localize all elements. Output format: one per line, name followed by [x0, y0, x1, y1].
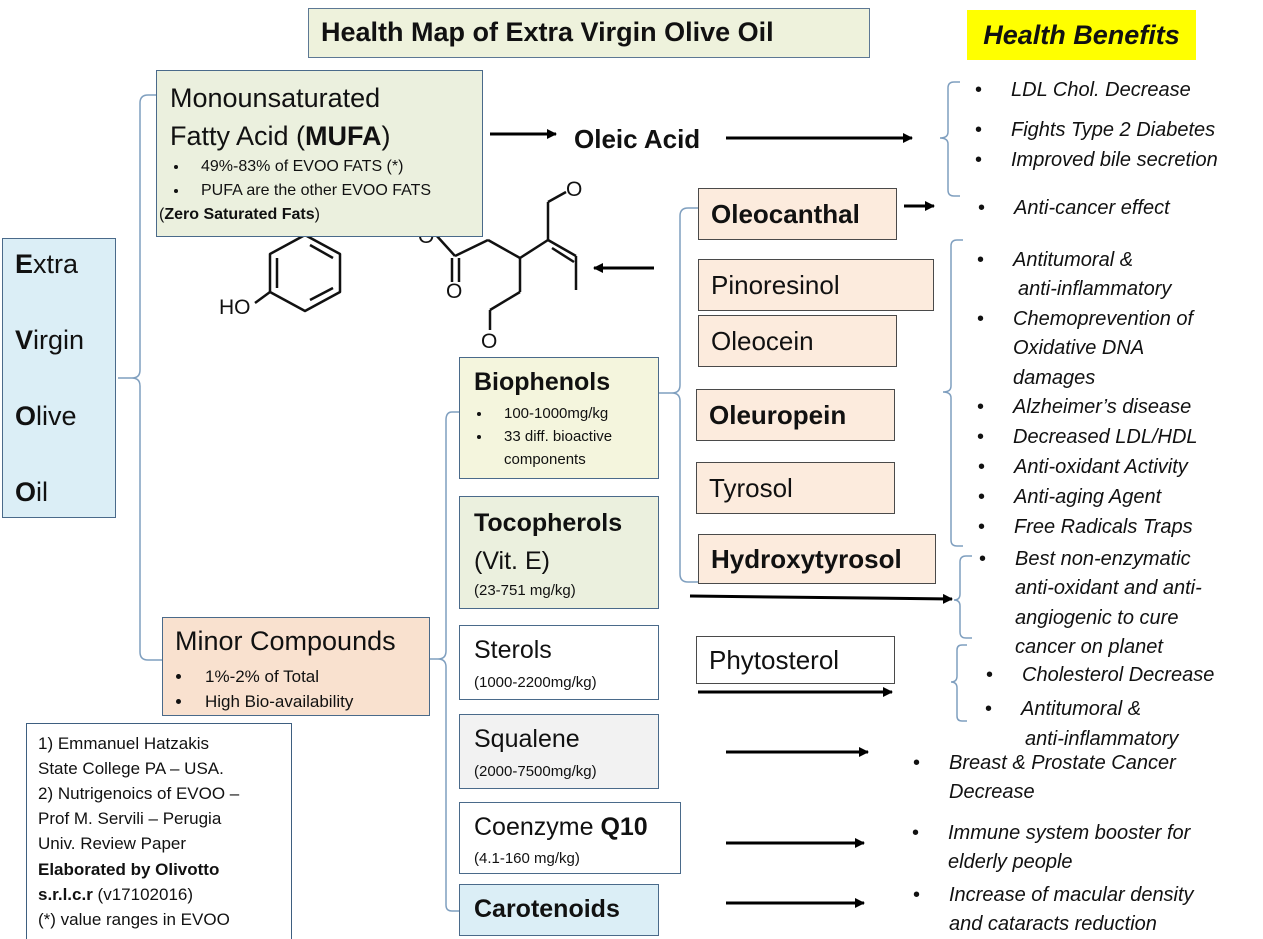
benefit-item: Decreased LDL/HDL: [977, 426, 1197, 449]
coenzyme-title: Coenzyme Q10: [474, 813, 648, 841]
tocopherols-range: (23-751 mg/kg): [474, 582, 576, 599]
reference-line: State College PA – USA.: [38, 759, 224, 778]
reference-line: 1) Emmanuel Hatzakis: [38, 734, 210, 753]
carotenoids-box: Carotenoids: [459, 884, 659, 936]
oleic-acid-label: Oleic Acid: [574, 124, 701, 154]
coenzyme-range: (4.1-160 mg/kg): [474, 850, 580, 867]
evoo-bracket: [118, 94, 162, 661]
minor-bullets: 1%-2% of Total High Bio-availability: [175, 664, 353, 714]
tocopherols-box: Tocopherols (Vit. E) (23-751 mg/kg): [459, 496, 659, 609]
reference-line: Univ. Review Paper: [38, 834, 187, 853]
reference-line: 2) Nutrigenoics of EVOO –: [38, 784, 240, 803]
benefit-item: Improved bile secretion: [975, 149, 1218, 172]
reference-line: Prof M. Servili – Perugia: [38, 809, 222, 828]
benefit-item: elderly people: [948, 851, 1073, 873]
reference-line: s.r.l.c.r (v17102016): [38, 885, 194, 904]
phyto-benefit-bracket: [950, 644, 967, 722]
oleocanthal-box: Oleocanthal: [698, 188, 897, 240]
benefit-item: Anti-aging Agent: [978, 486, 1161, 509]
benefit-item: anti-inflammatory: [1018, 278, 1172, 300]
benefit-item: LDL Chol. Decrease: [975, 79, 1191, 102]
tyrosol-box: Tyrosol: [696, 462, 895, 514]
biophenols-bullet: 100-1000mg/kg: [492, 402, 612, 425]
benefit-item: Alzheimer’s disease: [977, 396, 1191, 419]
tocopherols-subtitle: (Vit. E): [474, 547, 550, 575]
mufa-bullet: PUFA are the other EVOO FATS(Zero Satura…: [159, 179, 431, 227]
biophenols-title: Biophenols: [474, 368, 611, 396]
benefit-item: Fights Type 2 Diabetes: [975, 119, 1215, 142]
mufa-bullets: 49%-83% of EVOO FATS (*) PUFA are the ot…: [159, 155, 431, 227]
biophenol-bracket: [659, 207, 698, 583]
phenol-benefit-bracket: [942, 239, 963, 547]
references-box: 1) Emmanuel Hatzakis State College PA – …: [26, 723, 292, 939]
evoo-word-extra: Extra: [15, 249, 79, 279]
sterols-box: Sterols (1000-2200mg/kg): [459, 625, 659, 700]
benefit-item: Free Radicals Traps: [978, 516, 1192, 539]
evoo-word-virgin: Virgin: [15, 325, 85, 355]
benefit-item: Decrease: [949, 781, 1035, 803]
squalene-range: (2000-7500mg/kg): [474, 763, 597, 780]
phytosterol-box: Phytosterol: [696, 636, 895, 684]
evoo-word-olive: Olive: [15, 401, 77, 431]
molecule-o-label-carbonyl: O: [446, 280, 463, 303]
mufa-box: Monounsaturated Fatty Acid (MUFA) 49%-83…: [156, 70, 483, 237]
sterols-range: (1000-2200mg/kg): [474, 674, 597, 691]
benefit-item: cancer on planet: [1015, 636, 1163, 658]
minor-compounds-box: Minor Compounds 1%-2% of Total High Bio-…: [162, 617, 430, 716]
benefit-item: anti-inflammatory: [1025, 728, 1179, 750]
tocopherols-title: Tocopherols: [474, 509, 623, 537]
evoo-word-oil: Oil: [15, 477, 49, 507]
carotenoids-title: Carotenoids: [474, 895, 620, 923]
biophenols-box: Biophenols 100-1000mg/kg 33 diff. bioact…: [459, 357, 659, 479]
evoo-box: Extra Virgin Olive Oil: [2, 238, 116, 518]
minor-compounds-title: Minor Compounds: [175, 626, 396, 656]
mufa-title-line1: Monounsaturated: [170, 83, 381, 113]
mufa-title-line2: Fatty Acid (MUFA): [170, 121, 391, 151]
coenzyme-box: Coenzyme Q10 (4.1-160 mg/kg): [459, 802, 681, 874]
biophenols-bullets: 100-1000mg/kg 33 diff. bioactivecomponen…: [474, 402, 612, 471]
benefit-item: angiogenic to cure: [1015, 607, 1179, 629]
benefit-item: Breast & Prostate Cancer: [913, 752, 1176, 775]
benefit-item: Chemoprevention of: [977, 308, 1193, 331]
squalene-box: Squalene (2000-7500mg/kg): [459, 714, 659, 789]
minor-bullet: High Bio-availability: [193, 689, 353, 714]
benefit-item: Increase of macular density: [913, 884, 1193, 907]
hydroxytyrosol-benefit-arrow: [689, 593, 953, 604]
minor-bullet: 1%-2% of Total: [193, 664, 353, 689]
benefit-item: Oxidative DNA: [1013, 337, 1145, 359]
diagram-title: Health Map of Extra Virgin Olive Oil: [308, 8, 870, 58]
molecule-o-label-aldehyde-top: O: [566, 178, 583, 201]
benefit-item: Immune system booster for: [912, 822, 1190, 845]
benefit-item: Antitumoral &: [985, 698, 1141, 721]
molecule-o-label-aldehyde-bottom: O: [481, 330, 498, 353]
molecule-ho-label: HO: [219, 296, 251, 319]
mufa-bullet: 49%-83% of EVOO FATS (*): [189, 155, 431, 179]
reference-line: (*) value ranges in EVOO: [38, 910, 230, 929]
oleuropein-box: Oleuropein: [696, 389, 895, 441]
health-benefits-title: Health Benefits: [967, 10, 1196, 60]
oleic-benefit-bracket: [939, 81, 960, 197]
benefit-item: Cholesterol Decrease: [986, 664, 1214, 687]
sterols-title: Sterols: [474, 636, 552, 664]
squalene-title: Squalene: [474, 725, 580, 753]
minor-bracket: [430, 411, 459, 912]
reference-line: Elaborated by Olivotto: [38, 860, 220, 879]
oleocein-box: Oleocein: [698, 315, 897, 367]
hydroxy-benefit-bracket: [953, 555, 972, 639]
hydroxytyrosol-box: Hydroxytyrosol: [698, 534, 936, 584]
benefit-item: and cataracts reduction: [949, 913, 1157, 935]
benefit-item: Anti-cancer effect: [978, 197, 1170, 220]
benefit-item: Antitumoral &: [977, 249, 1133, 272]
benefit-item: Best non-enzymatic: [979, 548, 1191, 571]
benefit-item: Anti-oxidant Activity: [978, 456, 1188, 479]
pinoresinol-box: Pinoresinol: [698, 259, 934, 311]
benefit-item: damages: [1013, 367, 1096, 389]
benefit-item: anti-oxidant and anti-: [1015, 577, 1202, 599]
